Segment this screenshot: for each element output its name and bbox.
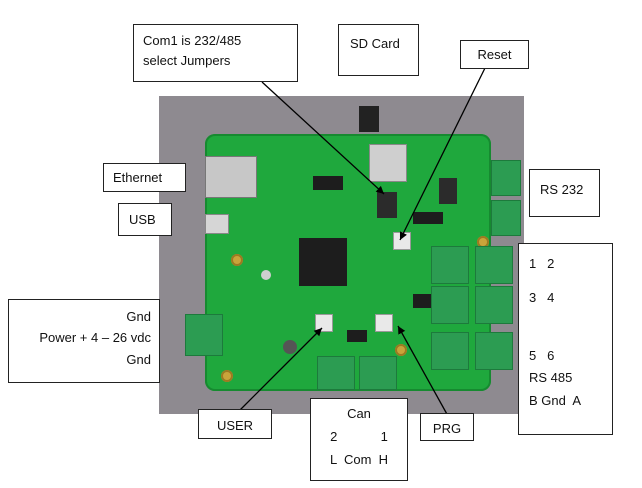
capacitor xyxy=(283,340,297,354)
jumper-header xyxy=(439,178,457,204)
can-terminal xyxy=(359,356,397,390)
prg-label: PRG xyxy=(420,413,474,441)
chip xyxy=(413,212,443,224)
rs485-terminal xyxy=(475,286,513,324)
rs485-pins-5-6: 5 6 xyxy=(529,348,555,364)
ethernet-jack xyxy=(205,156,257,198)
com1-line-1: Com1 is 232/485 xyxy=(143,33,242,48)
rs485-label: 1 2 3 4 5 6 RS 485 B Gnd A xyxy=(518,243,613,435)
power-terminal xyxy=(185,314,223,356)
power-line-3: Gnd xyxy=(126,351,151,367)
reset-pointer-line xyxy=(399,65,487,241)
ethernet-label: Ethernet xyxy=(103,163,186,192)
board-photo xyxy=(159,96,524,414)
prg-text: PRG xyxy=(432,421,462,436)
rs485-terminal xyxy=(431,246,469,284)
usb-label: USB xyxy=(118,203,172,236)
sd-card-text: SD Card xyxy=(350,36,400,51)
usb-connector xyxy=(205,214,229,234)
rs485-terminal xyxy=(475,332,513,370)
rs232-label: RS 232 xyxy=(529,169,600,217)
rs485-terminal xyxy=(475,246,513,284)
can-line-3: L Com H xyxy=(329,451,389,467)
rs485-signals: B Gnd A xyxy=(529,392,582,408)
user-text: USER xyxy=(216,418,254,433)
rs232-text: RS 232 xyxy=(540,182,584,197)
user-button xyxy=(315,314,333,332)
user-label: USER xyxy=(198,409,272,439)
power-line-2: Power + 4 – 26 vdc xyxy=(39,330,151,346)
can-line-2: 2 1 xyxy=(330,428,388,444)
mounting-hole xyxy=(395,344,407,356)
prg-pointer-line xyxy=(397,325,449,417)
com1-jumpers-label: Com1 is 232/485 select Jumpers xyxy=(133,24,298,82)
mounting-hole xyxy=(231,254,243,266)
jumper-header xyxy=(377,192,397,218)
usb-text: USB xyxy=(129,212,156,227)
chip xyxy=(347,330,367,342)
reset-text: Reset xyxy=(477,47,512,62)
can-line-1: Can xyxy=(347,406,371,421)
rs485-pins-3-4: 3 4 xyxy=(529,290,555,306)
mounting-hole xyxy=(477,236,489,248)
chip xyxy=(313,176,343,190)
main-mcu-chip xyxy=(299,238,347,286)
sd-card xyxy=(359,106,379,132)
can-terminal xyxy=(317,356,355,390)
user-pointer-line xyxy=(239,327,323,411)
sd-card-label: SD Card xyxy=(338,24,419,76)
power-label: Gnd Power + 4 – 26 vdc Gnd xyxy=(8,299,160,383)
ethernet-text: Ethernet xyxy=(113,170,163,185)
sd-card-slot xyxy=(369,144,407,182)
capacitor xyxy=(261,270,271,280)
rs485-pins-1-2: 1 2 xyxy=(529,256,555,271)
reset-label: Reset xyxy=(460,40,529,69)
can-label: Can 2 1 L Com H xyxy=(310,398,408,481)
rs485-terminal xyxy=(431,286,469,324)
rs232-terminal xyxy=(491,160,521,196)
rs485-title: RS 485 xyxy=(529,370,573,386)
mounting-hole xyxy=(221,370,233,382)
power-line-1: Gnd xyxy=(126,309,151,324)
prg-button xyxy=(375,314,393,332)
rs232-terminal xyxy=(491,200,521,236)
circuit-board xyxy=(185,106,521,391)
com1-line-2: select Jumpers xyxy=(143,53,231,69)
rs485-terminal xyxy=(431,332,469,370)
com1-pointer-line xyxy=(261,81,385,195)
